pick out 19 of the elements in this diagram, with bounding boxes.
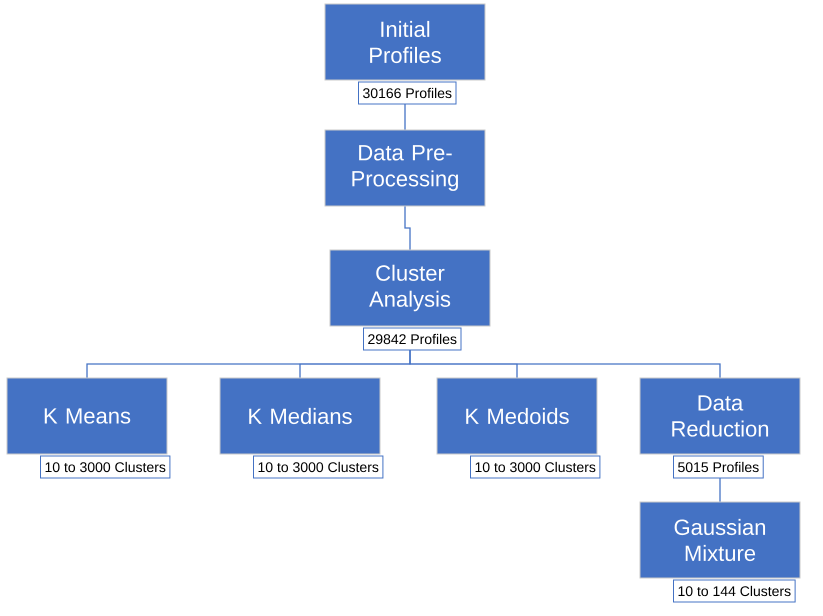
- process-box: K Medians: [220, 378, 380, 454]
- connector-line: [409, 350, 721, 378]
- process-box: K Medoids: [436, 378, 598, 454]
- process-box: Gaussian Mixture: [640, 501, 800, 578]
- count-label: 10 to 144 Clusters: [673, 579, 796, 602]
- count-label: 10 to 3000 Clusters: [470, 456, 600, 478]
- count-label: 5015 Profiles: [673, 456, 764, 478]
- connector-line: [404, 104, 406, 130]
- count-label: 10 to 3000 Clusters: [40, 456, 170, 478]
- count-label: 30166 Profiles: [358, 82, 456, 104]
- process-box: Cluster Analysis: [330, 250, 490, 326]
- count-label: 29842 Profiles: [363, 328, 462, 350]
- process-box: K Means: [6, 378, 168, 454]
- process-box: Data Pre-Processing: [324, 130, 486, 206]
- count-label: 10 to 3000 Clusters: [253, 456, 384, 478]
- process-box: Initial Profiles: [324, 4, 486, 80]
- process-box: Data Reduction: [640, 378, 800, 454]
- connector-line: [719, 478, 721, 502]
- connector-line: [404, 206, 411, 250]
